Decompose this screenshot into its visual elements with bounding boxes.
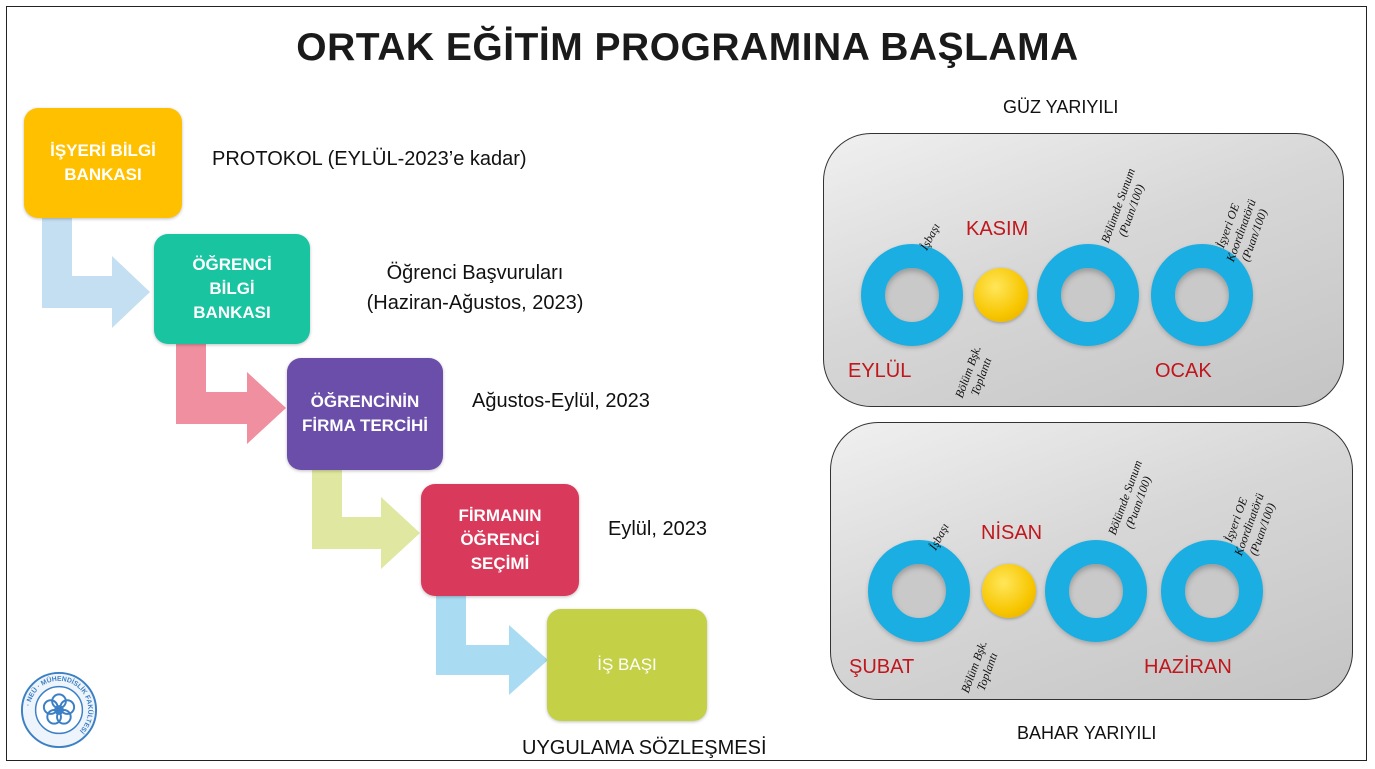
spring-semester-title: BAHAR YARIYILI [1017, 723, 1157, 743]
note-student-applications: Öğrenci Başvuruları (Haziran-Ağustos, 20… [366, 262, 584, 314]
step-student-database: ÖĞRENCİ BİLGİ BANKASI [154, 234, 310, 344]
slide-frame [6, 6, 1367, 761]
page-title: ORTAK EĞİTİM PROGRAMINA BAŞLAMA [296, 26, 1079, 69]
faculty-logo: · NEÜ · MÜHENDİSLİK FAKÜLTESİ [20, 671, 98, 749]
flow-arrow-4 [436, 596, 548, 695]
spring-start-ring [868, 540, 970, 642]
step-workplace-database: İŞYERİ BİLGİ BANKASI [24, 108, 182, 218]
flow-arrow-3 [312, 470, 420, 569]
fall-month-end: OCAK [1155, 360, 1212, 382]
note-preference-period: Ağustos-Eylül, 2023 [472, 390, 650, 412]
note-protocol: PROTOKOL (EYLÜL-2023’e kadar) [212, 148, 527, 170]
flow-arrow-2 [176, 344, 286, 444]
spring-month-mid: NİSAN [981, 522, 1043, 544]
spring-meeting-dot [982, 564, 1036, 618]
spring-month-end: HAZİRAN [1144, 656, 1232, 678]
step-job-start: İŞ BAŞI [547, 609, 707, 721]
note-selection-period: Eylül, 2023 [608, 518, 707, 540]
fall-meeting-dot [974, 268, 1028, 322]
note-practice-agreement: UYGULAMA SÖZLEŞMESİ [522, 737, 767, 759]
fall-start-ring [861, 244, 963, 346]
step-company-student-selection: FİRMANIN ÖĞRENCİ SEÇİMİ [421, 484, 579, 596]
spring-presentation-ring [1045, 540, 1147, 642]
fall-month-start: EYLÜL [848, 360, 912, 382]
step-student-company-preference: ÖĞRENCİNİN FİRMA TERCİHİ [287, 358, 443, 470]
spring-month-start: ŞUBAT [849, 656, 915, 678]
flow-arrow-1 [42, 218, 150, 328]
fall-month-mid: KASIM [966, 218, 1029, 240]
fall-presentation-ring [1037, 244, 1139, 346]
fall-semester-title: GÜZ YARIYILI [1003, 97, 1119, 117]
